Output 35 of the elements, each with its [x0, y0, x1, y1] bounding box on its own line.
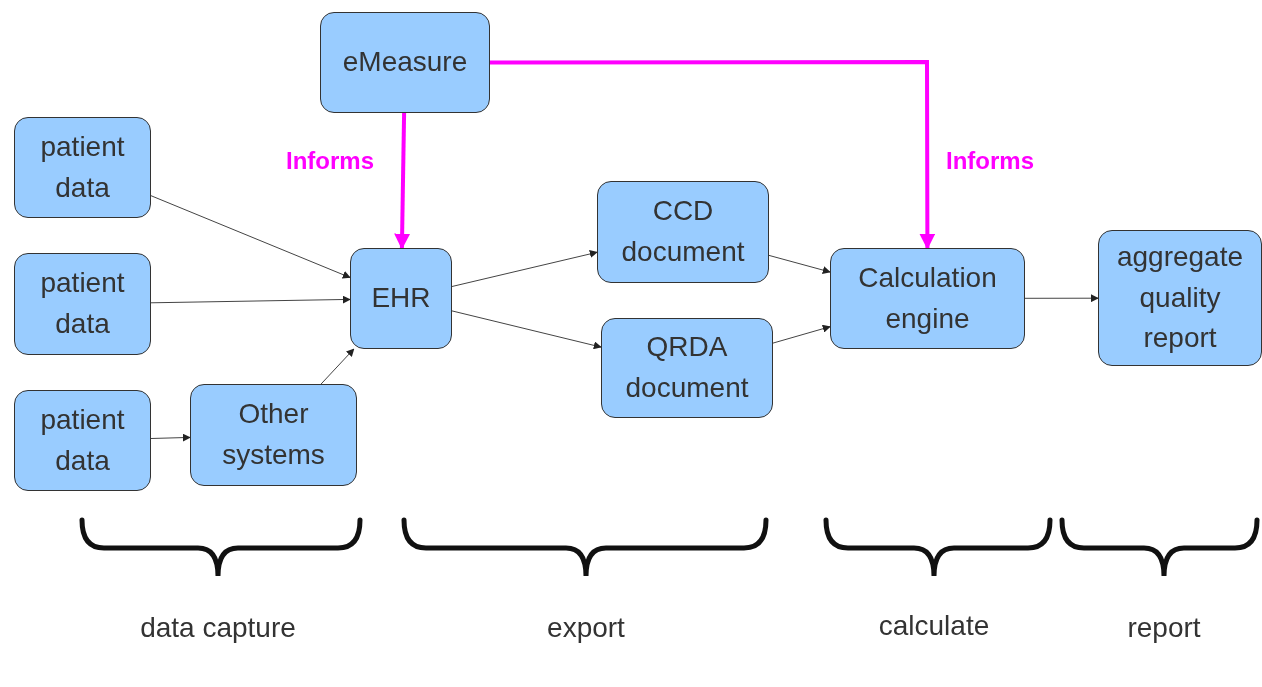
stage-label: export: [546, 611, 626, 645]
arrow: [150, 195, 351, 279]
arrow: [451, 250, 598, 287]
arrow: [150, 295, 351, 304]
process-box: [14, 117, 151, 218]
arrow: [451, 310, 602, 350]
box-text: patient data: [39, 129, 126, 205]
box-text: Calculation engine: [857, 260, 998, 336]
arrow: [772, 324, 831, 344]
process-box: [597, 181, 769, 283]
process-box: [320, 12, 490, 113]
stage-label: calculate: [877, 609, 991, 643]
box-text: patient data: [39, 266, 126, 341]
process-box: [190, 384, 357, 486]
stage-label: data capture: [139, 611, 297, 645]
process-box: [350, 248, 452, 349]
box-text: Other systems: [221, 397, 326, 472]
box-text: EHR: [370, 281, 432, 316]
box-text: eMeasure: [341, 45, 469, 80]
arrow: [320, 348, 355, 385]
stage-label: report: [1126, 611, 1202, 645]
box-text: QRDA document: [624, 330, 750, 405]
process-box: [14, 390, 151, 491]
process-box: [830, 248, 1025, 349]
arrow: [490, 60, 936, 250]
arrow: [394, 112, 411, 250]
arrow: [1024, 294, 1099, 303]
arrow: [150, 433, 191, 442]
process-box: [14, 253, 151, 355]
box-text: aggregate quality report: [1115, 240, 1245, 356]
box-text: patient data: [39, 402, 126, 478]
process-box: [1098, 230, 1262, 366]
arrow: [768, 254, 831, 274]
box-text: CCD document: [620, 194, 746, 269]
process-box: [601, 318, 773, 418]
